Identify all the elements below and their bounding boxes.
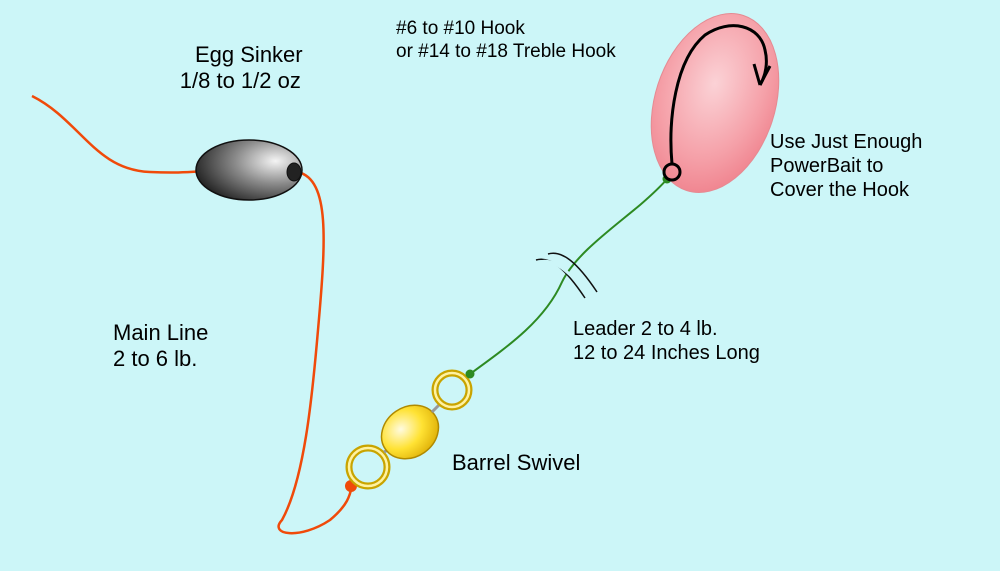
hook-size-line2: or #14 to #18 Treble Hook <box>396 40 616 62</box>
main-line-title: Main Line <box>113 320 209 345</box>
powerbait-blob <box>650 13 780 193</box>
powerbait-line2: PowerBait to <box>770 155 884 177</box>
barrel-swivel <box>345 369 473 490</box>
leader-strength: Leader 2 to 4 lb. <box>573 318 718 340</box>
powerbait-label: Use Just Enough PowerBait to Cover the H… <box>770 130 922 202</box>
main-line-label: Main Line 2 to 6 lb. <box>113 320 208 373</box>
main-line-strength: 2 to 6 lb. <box>113 346 198 372</box>
leader-label: Leader 2 to 4 lb. 12 to 24 Inches Long <box>573 317 760 365</box>
barrel-swivel-title: Barrel Swivel <box>452 450 581 475</box>
leader-line <box>469 177 669 375</box>
egg-sinker-title: Egg Sinker <box>195 42 303 67</box>
egg-sinker <box>195 139 303 201</box>
hook <box>662 24 772 182</box>
hook-size-label: #6 to #10 Hook or #14 to #18 Treble Hook <box>396 18 616 64</box>
powerbait-line1: Use Just Enough <box>770 131 923 153</box>
hook-size-line1: #6 to #10 Hook <box>396 18 525 39</box>
powerbait-line3: Cover the Hook <box>770 179 909 201</box>
egg-sinker-label: Egg Sinker 1/8 to 1/2 oz <box>180 42 303 95</box>
line-break-symbol <box>535 252 598 299</box>
main-line <box>31 94 354 535</box>
barrel-swivel-label: Barrel Swivel <box>452 450 580 476</box>
leader-length: 12 to 24 Inches Long <box>573 342 760 364</box>
egg-sinker-weight: 1/8 to 1/2 oz <box>179 68 301 94</box>
leader-knot-swivel <box>465 369 475 379</box>
